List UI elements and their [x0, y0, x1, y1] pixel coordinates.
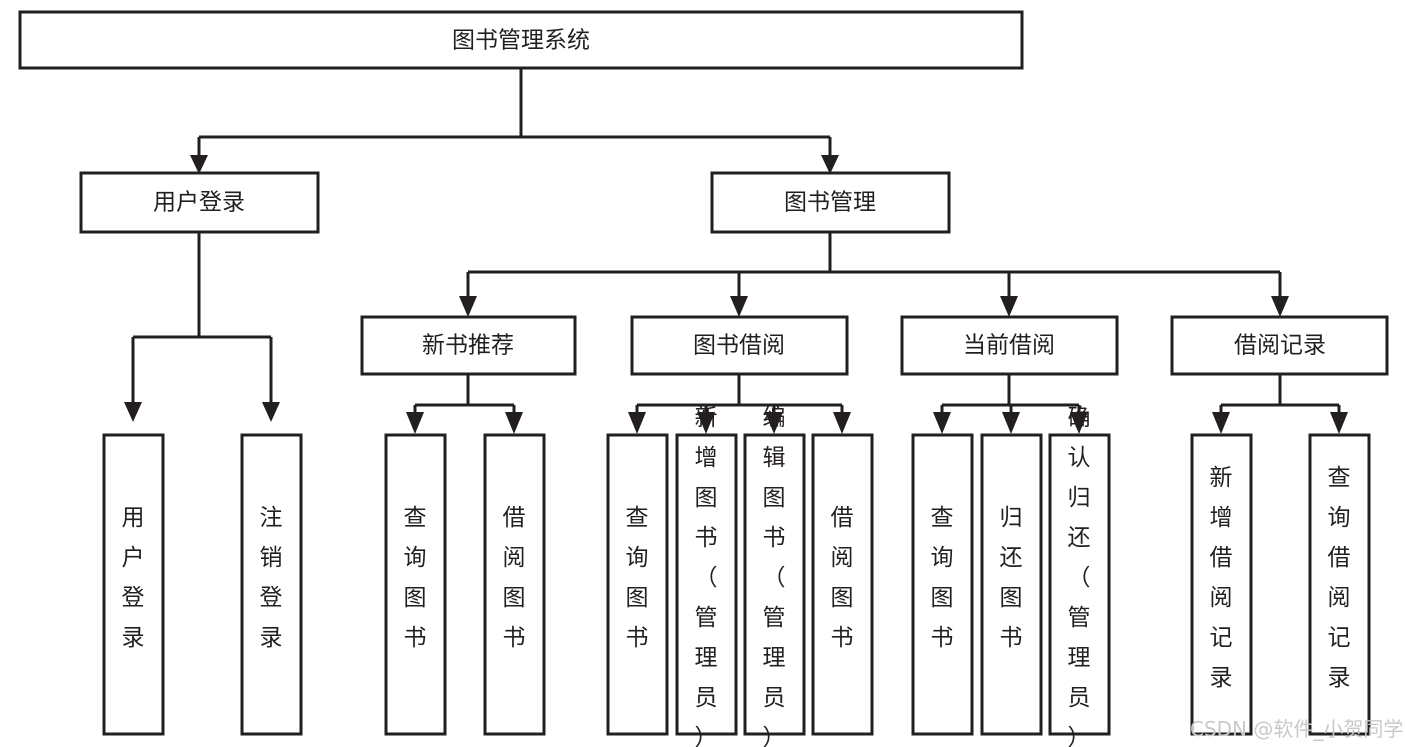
- node-leaf-query-book-2-box[interactable]: [606, 433, 669, 736]
- node-new-book-recommend-box[interactable]: [360, 315, 577, 376]
- node-leaf-confirm-return[interactable]: 确认归还（管理员）: [1048, 405, 1111, 747]
- node-leaf-edit-book-label: 编辑图书（管理员）: [763, 405, 786, 747]
- node-leaf-edit-book-box[interactable]: [743, 433, 806, 736]
- node-root-system-box[interactable]: [18, 10, 1024, 70]
- node-user-login-label: 用户登录: [153, 190, 245, 216]
- node-leaf-return-book-box[interactable]: [980, 433, 1043, 736]
- node-leaf-logout-login-label: 注销登录: [260, 505, 283, 651]
- node-leaf-add-book-box[interactable]: [675, 433, 738, 736]
- node-leaf-query-book-1-label: 查询图书: [404, 505, 427, 651]
- node-leaf-query-record[interactable]: 查询借阅记录: [1308, 433, 1371, 736]
- node-new-book-recommend[interactable]: 新书推荐: [360, 315, 577, 376]
- arrow-user-login: [190, 155, 208, 174]
- node-user-login[interactable]: 用户登录: [79, 171, 320, 234]
- arrow-bb-leaf-1: [628, 412, 646, 434]
- edges-group: [124, 68, 1348, 434]
- node-leaf-borrow-book-1-label: 借阅图书: [503, 505, 526, 651]
- node-leaf-query-book-3-box[interactable]: [911, 433, 974, 736]
- arrow-nbr-leaf-1: [406, 412, 424, 434]
- node-leaf-user-login[interactable]: 用户登录: [102, 433, 165, 736]
- arrow-cb-leaf-2: [1002, 412, 1020, 434]
- node-leaf-return-book-label: 归还图书: [1000, 505, 1023, 651]
- node-leaf-add-record-label: 新增借阅记录: [1210, 465, 1233, 691]
- node-leaf-edit-book[interactable]: 编辑图书（管理员）: [743, 405, 806, 747]
- node-leaf-user-login-box[interactable]: [102, 433, 165, 736]
- node-root-system-label: 图书管理系统: [452, 28, 590, 54]
- node-leaf-query-record-label: 查询借阅记录: [1328, 465, 1351, 691]
- node-borrow-record[interactable]: 借阅记录: [1170, 315, 1389, 376]
- node-leaf-borrow-book-1-box[interactable]: [483, 433, 546, 736]
- arrow-cb-leaf-1: [933, 412, 951, 434]
- node-leaf-add-book[interactable]: 新增图书（管理员）: [675, 405, 738, 747]
- node-leaf-logout-login[interactable]: 注销登录: [240, 433, 303, 736]
- node-leaf-add-record[interactable]: 新增借阅记录: [1190, 433, 1253, 736]
- node-leaf-query-book-3[interactable]: 查询图书: [911, 433, 974, 736]
- arrow-new-book-recommend: [459, 296, 477, 317]
- arrow-bb-leaf-4: [833, 412, 851, 434]
- node-book-management-box[interactable]: [710, 171, 951, 234]
- node-leaf-borrow-book-2[interactable]: 借阅图书: [811, 433, 874, 736]
- arrow-bb-leaf-3: [765, 412, 783, 434]
- arrow-br-leaf-2: [1330, 412, 1348, 434]
- node-borrow-record-box[interactable]: [1170, 315, 1389, 376]
- node-leaf-query-book-1[interactable]: 查询图书: [384, 433, 447, 736]
- node-current-borrow-label: 当前借阅: [963, 333, 1055, 359]
- node-leaf-borrow-book-2-label: 借阅图书: [831, 505, 854, 651]
- arrow-nbr-leaf-2: [505, 412, 523, 434]
- arrow-bb-leaf-2: [697, 412, 715, 434]
- arrow-br-leaf-1: [1212, 412, 1230, 434]
- arrow-leaf-user-login: [124, 402, 142, 422]
- node-leaf-query-record-box[interactable]: [1308, 433, 1371, 736]
- node-user-login-box[interactable]: [79, 171, 320, 234]
- arrow-current-borrow: [1000, 296, 1018, 317]
- node-leaf-return-book[interactable]: 归还图书: [980, 433, 1043, 736]
- node-book-management-label: 图书管理: [784, 190, 876, 216]
- node-leaf-borrow-book-2-box[interactable]: [811, 433, 874, 736]
- node-leaf-query-book-2[interactable]: 查询图书: [606, 433, 669, 736]
- arrow-borrow-record: [1271, 296, 1289, 317]
- node-leaf-confirm-return-label: 确认归还（管理员）: [1068, 405, 1091, 747]
- node-leaf-query-book-3-label: 查询图书: [931, 505, 954, 651]
- arrow-cb-leaf-3: [1070, 412, 1088, 434]
- arrow-leaf-logout-login: [262, 402, 280, 422]
- node-current-borrow-box[interactable]: [900, 315, 1119, 376]
- node-leaf-logout-login-box[interactable]: [240, 433, 303, 736]
- node-new-book-recommend-label: 新书推荐: [422, 333, 514, 359]
- node-book-borrow[interactable]: 图书借阅: [630, 315, 849, 376]
- node-leaf-confirm-return-box[interactable]: [1048, 433, 1111, 736]
- node-book-borrow-label: 图书借阅: [693, 333, 785, 359]
- node-book-borrow-box[interactable]: [630, 315, 849, 376]
- node-book-management[interactable]: 图书管理: [710, 171, 951, 234]
- node-borrow-record-label: 借阅记录: [1234, 333, 1326, 359]
- node-root-system[interactable]: 图书管理系统: [18, 10, 1024, 70]
- arrow-book-management: [821, 155, 839, 174]
- node-leaf-add-book-label: 新增图书（管理员）: [695, 405, 718, 747]
- node-leaf-add-record-box[interactable]: [1190, 433, 1253, 736]
- node-leaf-user-login-label: 用户登录: [122, 505, 145, 651]
- node-current-borrow[interactable]: 当前借阅: [900, 315, 1119, 376]
- arrow-book-borrow: [730, 296, 748, 317]
- node-leaf-query-book-2-label: 查询图书: [626, 505, 649, 651]
- node-leaf-query-book-1-box[interactable]: [384, 433, 447, 736]
- node-leaf-borrow-book-1[interactable]: 借阅图书: [483, 433, 546, 736]
- csdn-watermark: CSDN @软件_小贺同学: [1190, 717, 1403, 741]
